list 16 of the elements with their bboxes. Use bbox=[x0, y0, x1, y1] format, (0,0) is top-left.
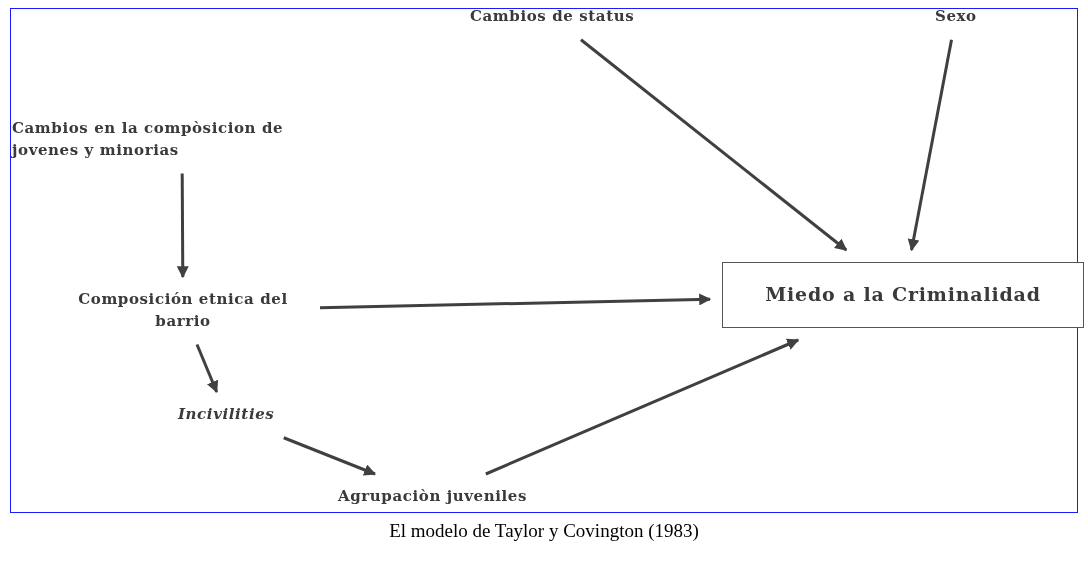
figure-caption: El modelo de Taylor y Covington (1983) bbox=[388, 520, 700, 542]
arrow bbox=[907, 39, 953, 252]
factor-label: Cambios de status bbox=[470, 6, 635, 28]
factor-label: Agrupaciòn juveniles bbox=[338, 486, 527, 508]
arrow bbox=[176, 173, 189, 279]
arrow bbox=[485, 338, 800, 476]
factor-label: Sexo bbox=[935, 6, 977, 28]
arrow bbox=[319, 293, 712, 310]
outcome-label: Miedo a la Criminalidad bbox=[765, 282, 1041, 308]
arrow bbox=[195, 343, 219, 394]
factor-label: Incivilities bbox=[178, 404, 275, 426]
arrow bbox=[283, 436, 377, 476]
arrow bbox=[580, 38, 848, 252]
factor-label: Cambios en la compòsicion de jovenes y minorias bbox=[12, 118, 352, 162]
factor-label: Composición etnica del barrio bbox=[58, 289, 308, 333]
outcome-box bbox=[722, 262, 1084, 328]
